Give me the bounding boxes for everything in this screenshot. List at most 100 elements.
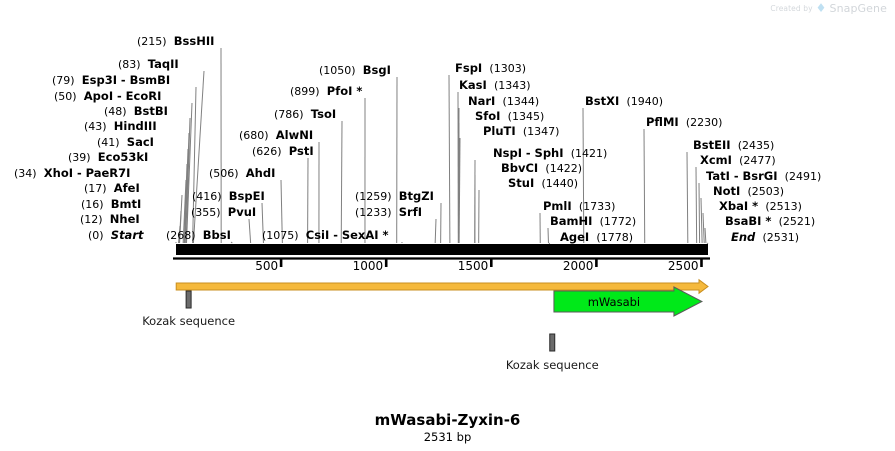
enzyme-site-name: BspEI [228,189,265,203]
enzyme-site-label[interactable]: (355) PvuI [191,206,256,219]
enzyme-site-label[interactable]: (506) AhdI [209,167,275,180]
enzyme-site-name: PvuI [227,205,257,219]
enzyme-site-name: HindIII [113,119,157,133]
enzyme-site-label[interactable]: (1233) SrfI [355,206,422,219]
enzyme-site-name: BssHII [173,34,215,48]
snapgene-leaf-icon: ♦ [815,1,827,15]
enzyme-site-position: (48) [104,105,127,118]
enzyme-site-position: (626) [252,145,282,158]
enzyme-site-label[interactable]: (416) BspEI [192,190,265,203]
enzyme-site-label[interactable]: StuI (1440) [508,177,578,190]
enzyme-site-label[interactable]: AgeI (1778) [560,231,633,244]
enzyme-site-position: (899) [290,85,320,98]
enzyme-site-label[interactable]: (17) AfeI [84,182,140,195]
enzyme-site-label[interactable]: KasI (1343) [459,79,531,92]
enzyme-site-label[interactable]: (215) BssHII [137,35,214,48]
enzyme-site-label[interactable]: BstEII (2435) [693,139,774,152]
enzyme-site-label[interactable]: (268) BbsI [166,229,231,242]
enzyme-site-position: (79) [52,74,75,87]
enzyme-site-label[interactable]: BsaBI * (2521) [725,215,815,228]
enzyme-site-label[interactable]: NotI (2503) [713,185,784,198]
enzyme-site-label[interactable]: (41) SacI [97,136,154,149]
enzyme-site-label[interactable]: BbvCI (1422) [501,162,582,175]
enzyme-site-label[interactable]: (16) BmtI [81,198,141,211]
enzyme-site-name: NheI [109,212,140,226]
enzyme-site-label[interactable]: (1075) CsiI - SexAI * [262,229,389,242]
enzyme-site-label[interactable]: (680) AlwNI [239,129,313,142]
enzyme-site-label[interactable]: (12) NheI [80,213,140,226]
cds-arrow-mwasabi [553,286,703,317]
enzyme-site-name: AfeI [113,181,140,195]
enzyme-site-label[interactable]: (83) TaqII [118,58,179,71]
enzyme-site-name: CsiI [305,228,330,242]
enzyme-site-label[interactable]: (626) PstI [252,145,314,158]
enzyme-site-label[interactable]: FspI (1303) [455,62,526,75]
leader-line [340,120,343,244]
ruler-tick-label: 1500 [457,259,489,273]
enzyme-site-position: (1733) [578,200,616,213]
enzyme-site-name: BsaBI * [725,214,772,228]
enzyme-site-label[interactable]: BstXI (1940) [585,95,663,108]
enzyme-site-label[interactable]: (1050) BsgI [319,64,391,77]
enzyme-site-position: (2491) [784,170,822,183]
enzyme-site-label[interactable]: (79) Esp3I - BsmBI [52,74,170,87]
enzyme-site-label[interactable]: XcmI (2477) [700,154,776,167]
ruler-tick-label: 2000 [562,259,594,273]
enzyme-site-label[interactable]: (1259) BtgZI [355,190,434,203]
watermark-created-by-text: Created by [770,4,813,13]
enzyme-site-position: (680) [239,129,269,142]
snapgene-watermark: Created by ♦ SnapGene [770,2,887,15]
enzyme-site-label[interactable]: XbaI * (2513) [719,200,802,213]
enzyme-site-name: AhdI [245,166,276,180]
enzyme-site-name: NotI [713,184,741,198]
name-separator: - [329,229,342,242]
enzyme-site-position: (215) [137,35,167,48]
enzyme-site-name: Esp3I [81,73,117,87]
leader-line [248,218,252,244]
enzyme-site-name: XhoI [43,166,74,180]
enzyme-site-label[interactable]: SfoI (1345) [475,110,544,123]
leader-line [548,242,551,245]
leader-line [704,227,707,244]
enzyme-site-label[interactable]: (34) XhoI - PaeR7I [14,167,130,180]
enzyme-site-label[interactable]: (786) TsoI [274,108,336,121]
ruler-tick-label: 2500 [667,259,699,273]
watermark-brand-text: SnapGene [829,2,887,15]
enzyme-site-label[interactable]: (0) Start [88,229,144,242]
enzyme-site-label[interactable]: (50) ApoI - EcoRI [54,90,161,103]
name-separator: - [729,170,743,183]
enzyme-site-name: Eco53kI [97,150,149,164]
enzyme-site-name: PfoI * [326,84,363,98]
enzyme-site-label[interactable]: PmlI (1733) [543,200,615,213]
enzyme-site-name: BtgZI [398,189,434,203]
enzyme-site-label[interactable]: NspI - SphI (1421) [493,147,607,160]
feature-label-mwasabi[interactable]: mWasabi [587,295,641,309]
enzyme-site-position: (43) [84,120,107,133]
enzyme-site-label[interactable]: (43) HindIII [84,120,157,133]
enzyme-site-name: AlwNI [275,128,314,142]
enzyme-site-label[interactable]: PluTI (1347) [483,125,559,138]
leader-line [261,202,264,244]
enzyme-site-position: (1050) [319,64,356,77]
leader-line [698,182,701,244]
enzyme-site-position: (355) [191,206,221,219]
enzyme-site-label[interactable]: End (2531) [731,231,799,244]
enzyme-site-label[interactable]: (48) BstBI [104,105,168,118]
enzyme-site-label[interactable]: BamHI (1772) [550,215,636,228]
enzyme-site-name: BmtI [110,197,142,211]
enzyme-site-label[interactable]: (899) PfoI * [290,85,362,98]
enzyme-site-label[interactable]: (39) Eco53kI [68,151,148,164]
enzyme-site-position: (1347) [522,125,560,138]
leader-line [230,241,233,244]
leader-line [192,70,205,244]
enzyme-site-label[interactable]: PflMI (2230) [646,116,722,129]
enzyme-site-label[interactable]: NarI (1344) [468,95,539,108]
leader-line [702,212,705,244]
kozak-marker [549,333,556,352]
enzyme-site-name: NarI [468,94,496,108]
enzyme-site-label[interactable]: TatI - BsrGI (2491) [706,170,821,183]
kozak-marker [185,290,192,309]
backbone-group [176,244,708,255]
enzyme-site-position: (2521) [778,215,816,228]
